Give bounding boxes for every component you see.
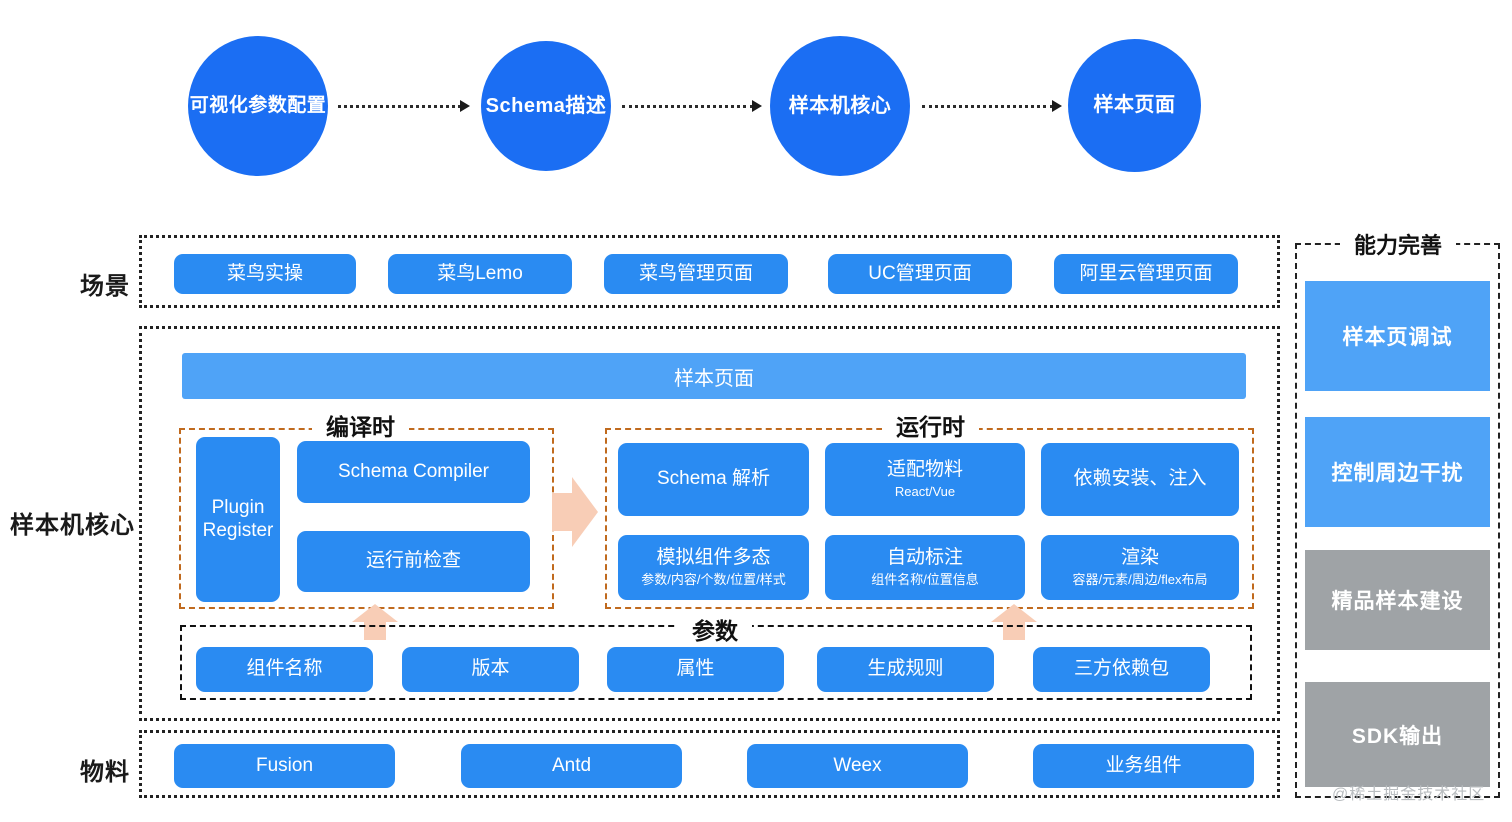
runtime-item-1-label: 适配物料	[886, 459, 963, 481]
flow-arrow-1-line	[338, 104, 461, 108]
plugin-register-box[interactable]: Plugin Register	[196, 437, 280, 602]
runtime-item-1[interactable]: 适配物料 React/Vue	[825, 443, 1025, 516]
params-item-1-label: 版本	[471, 658, 510, 680]
runtime-item-3-label: 模拟组件多态	[656, 547, 771, 569]
runtime-caption: 运行时	[882, 408, 979, 442]
flow-arrow-3-head	[1052, 100, 1062, 112]
flow-arrow-2-head	[752, 100, 762, 112]
watermark: @稀土掘金技术社区	[1332, 786, 1486, 803]
compile-item-1[interactable]: 运行前检查	[297, 531, 530, 592]
plugin-register-line2: Register	[202, 519, 274, 541]
runtime-item-2-label: 依赖安装、注入	[1073, 468, 1207, 490]
material-item-1-label: Antd	[551, 754, 592, 776]
material-item-0-label: Fusion	[255, 754, 314, 776]
capability-item-0[interactable]: 样本页调试	[1305, 281, 1490, 391]
compile-time-caption: 编译时	[312, 408, 409, 442]
material-item-1[interactable]: Antd	[461, 744, 682, 788]
params-item-3-label: 生成规则	[867, 658, 944, 680]
capability-item-3[interactable]: SDK输出	[1305, 682, 1490, 787]
runtime-item-4[interactable]: 自动标注 组件名称/位置信息	[825, 535, 1025, 600]
params-item-4-label: 三方依赖包	[1073, 658, 1169, 680]
params-item-1[interactable]: 版本	[402, 647, 579, 692]
runtime-item-5-sub: 容器/元素/周边/flex布局	[1072, 572, 1208, 588]
row-label-core: 样本机核心	[10, 512, 135, 539]
flow-arrow-2-line	[622, 104, 753, 108]
flow-arrow-1	[338, 100, 470, 112]
flow-arrow-2	[622, 100, 762, 112]
material-item-2-label: Weex	[833, 754, 882, 776]
runtime-item-3[interactable]: 模拟组件多态 参数/内容/个数/位置/样式	[618, 535, 809, 600]
arrow-up-head-2	[991, 604, 1037, 622]
flow-arrow-3	[922, 100, 1062, 112]
capability-item-3-label: SDK输出	[1351, 724, 1444, 748]
arrow-head	[572, 477, 598, 547]
runtime-item-4-sub: 组件名称/位置信息	[871, 572, 979, 588]
compile-to-runtime-arrow	[552, 477, 598, 547]
material-container	[139, 730, 1280, 798]
capability-item-2[interactable]: 精品样本建设	[1305, 550, 1490, 650]
row-label-material: 物料	[80, 759, 130, 786]
flow-step-4[interactable]: 样本页面	[1068, 39, 1201, 172]
params-item-2-label: 属性	[676, 658, 715, 680]
flow-step-1-label: 可视化参数配置	[189, 95, 327, 117]
row-label-scene: 场景	[80, 273, 130, 300]
runtime-item-3-sub: 参数/内容/个数/位置/样式	[641, 572, 786, 588]
scene-item-2-label: 菜鸟管理页面	[638, 262, 753, 284]
plugin-register-line1: Plugin	[211, 496, 265, 518]
params-item-0[interactable]: 组件名称	[196, 647, 373, 692]
arrow-up-head	[352, 604, 398, 622]
runtime-item-2[interactable]: 依赖安装、注入	[1041, 443, 1239, 516]
params-caption: 参数	[678, 612, 752, 646]
runtime-item-5[interactable]: 渲染 容器/元素/周边/flex布局	[1041, 535, 1239, 600]
scene-item-1[interactable]: 菜鸟Lemo	[388, 254, 572, 294]
capability-item-0-label: 样本页调试	[1342, 326, 1453, 349]
core-container	[139, 326, 1280, 721]
compile-item-1-label: 运行前检查	[365, 550, 461, 572]
runtime-item-4-label: 自动标注	[886, 547, 963, 569]
flow-arrow-1-head	[460, 100, 470, 112]
flow-step-3[interactable]: 样本机核心	[770, 36, 910, 176]
capability-caption: 能力完善	[1340, 228, 1457, 260]
capability-item-1[interactable]: 控制周边干扰	[1305, 417, 1490, 527]
capability-item-1-label: 控制周边干扰	[1331, 462, 1464, 485]
scene-item-4[interactable]: 阿里云管理页面	[1054, 254, 1238, 294]
material-item-3-label: 业务组件	[1105, 754, 1182, 776]
flow-step-3-label: 样本机核心	[788, 94, 892, 117]
flow-step-4-label: 样本页面	[1093, 94, 1176, 116]
capability-item-2-label: 精品样本建设	[1331, 590, 1464, 613]
runtime-item-0[interactable]: Schema 解析	[618, 443, 809, 516]
params-item-3[interactable]: 生成规则	[817, 647, 994, 692]
material-item-3[interactable]: 业务组件	[1033, 744, 1254, 788]
compile-item-0[interactable]: Schema Compiler	[297, 441, 530, 503]
core-banner: 样本页面	[182, 353, 1246, 399]
flow-step-2-label: Schema描述	[485, 94, 607, 117]
params-item-4[interactable]: 三方依赖包	[1033, 647, 1210, 692]
scene-item-2[interactable]: 菜鸟管理页面	[604, 254, 788, 294]
flow-step-1[interactable]: 可视化参数配置	[188, 36, 328, 176]
runtime-item-0-label: Schema 解析	[657, 468, 770, 490]
params-item-0-label: 组件名称	[246, 658, 323, 680]
compile-item-0-label: Schema Compiler	[338, 460, 489, 482]
flow-arrow-3-line	[922, 104, 1053, 108]
core-banner-label: 样本页面	[674, 367, 754, 390]
scene-item-1-label: 菜鸟Lemo	[437, 262, 523, 284]
scene-item-3[interactable]: UC管理页面	[828, 254, 1012, 294]
params-item-2[interactable]: 属性	[607, 647, 784, 692]
material-item-2[interactable]: Weex	[747, 744, 968, 788]
flow-step-2[interactable]: Schema描述	[481, 41, 611, 171]
scene-container	[139, 235, 1280, 308]
scene-item-0[interactable]: 菜鸟实操	[174, 254, 356, 294]
runtime-item-5-label: 渲染	[1120, 547, 1159, 569]
runtime-item-1-sub: React/Vue	[894, 484, 956, 500]
scene-item-3-label: UC管理页面	[868, 262, 972, 284]
scene-item-4-label: 阿里云管理页面	[1079, 262, 1213, 284]
material-item-0[interactable]: Fusion	[174, 744, 395, 788]
scene-item-0-label: 菜鸟实操	[226, 262, 303, 284]
